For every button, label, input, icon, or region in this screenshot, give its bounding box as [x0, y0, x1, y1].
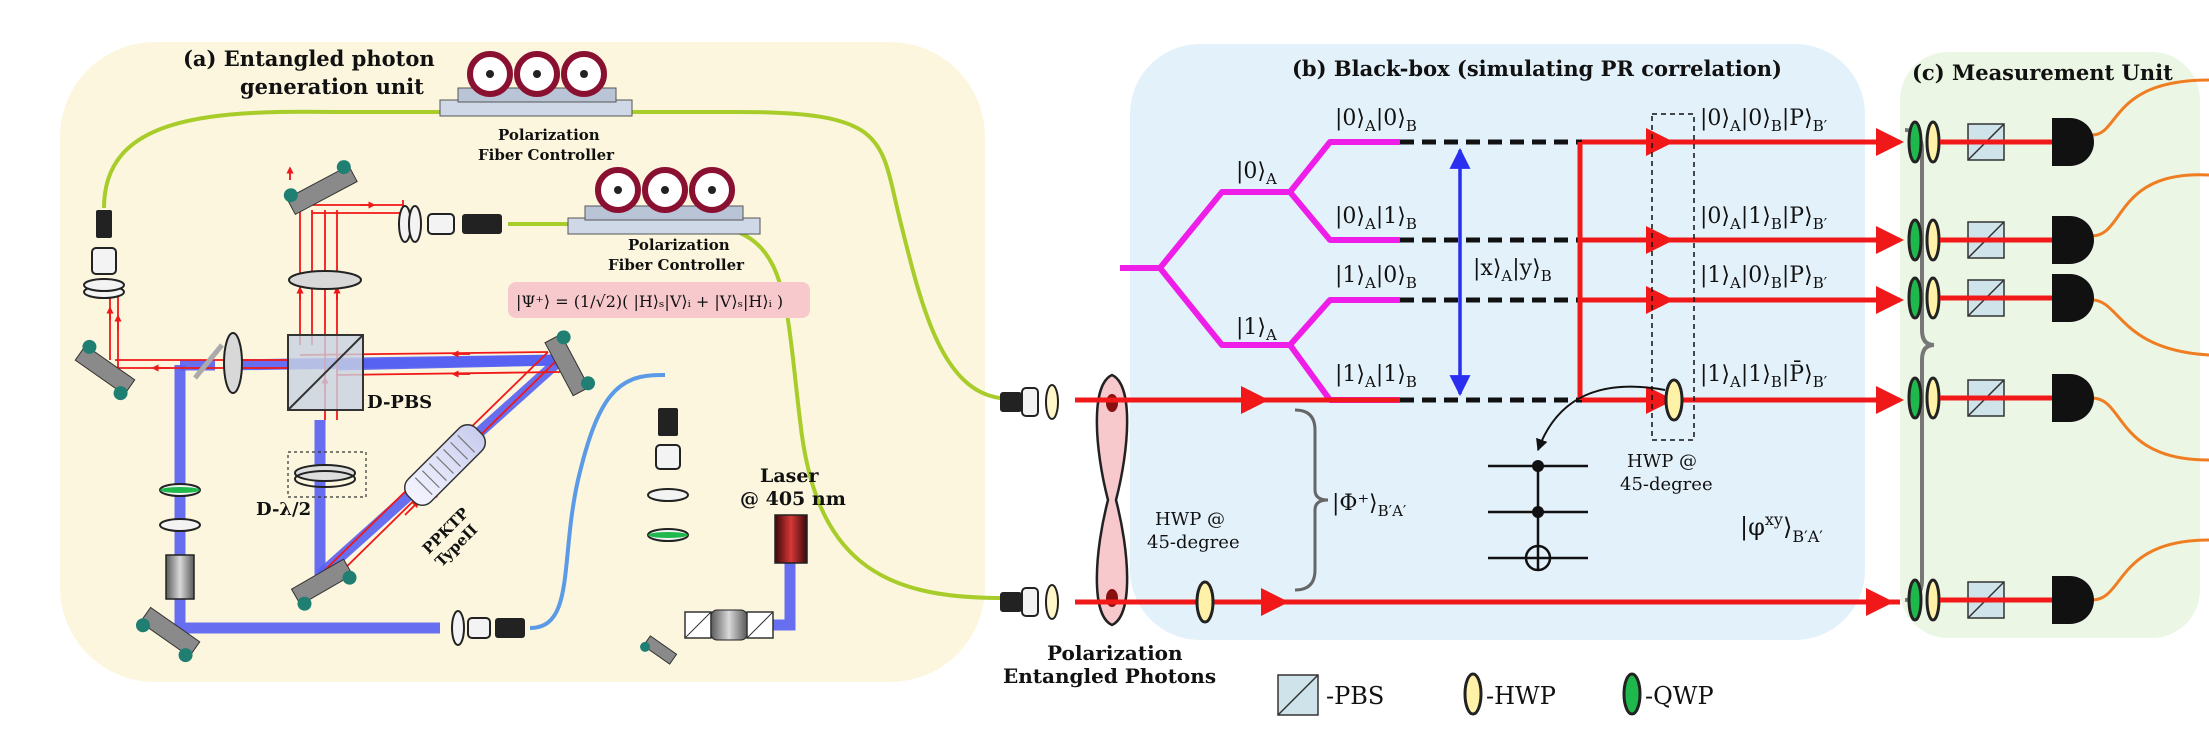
legend-pbs-label: -PBS: [1326, 682, 1384, 710]
fiber-controller-2-label-1: Polarization: [628, 236, 730, 254]
dpbs-label: D-PBS: [367, 392, 432, 413]
dashed-links: [1400, 139, 1582, 403]
fiber-controller-1: [439, 51, 633, 117]
coupler-bottom: [451, 610, 525, 646]
detector-fibers: [2091, 78, 2209, 602]
output-couplers: [1000, 384, 1059, 620]
hwp-upper: [1664, 378, 1684, 422]
control-arrow: [1536, 385, 1666, 452]
fiber-controller-2: [567, 167, 761, 235]
panel-c-background: [1900, 52, 2200, 638]
output-0: |0⟩A|0⟩B|P⟩B′: [1700, 106, 1828, 135]
mirror-bottom: [290, 558, 357, 611]
mirror-laser: [640, 635, 678, 665]
hwp-lower-label-1: HWP @: [1155, 509, 1225, 530]
state-10: |1⟩A|0⟩B: [1335, 263, 1417, 292]
telescope-tube: [165, 554, 195, 600]
output-1: |0⟩A|1⟩B|P⟩B′: [1700, 204, 1828, 233]
phi-plus-label: |Φ⁺⟩B′A′: [1332, 491, 1407, 520]
hwp-upper-label-2: 45-degree: [1620, 474, 1713, 495]
black-box: |0⟩A |1⟩A |0⟩A|0⟩B |0⟩A|1⟩B |1⟩A|0⟩B |1⟩…: [1075, 106, 1935, 624]
entangled-photon-icon: [1095, 373, 1129, 627]
fiber-controller-1-label-1: Polarization: [498, 126, 600, 144]
output-2: |1⟩A|0⟩B|P⟩B′: [1700, 263, 1828, 292]
state-one-a: |1⟩A: [1236, 315, 1277, 344]
toffoli-control-1: [1532, 460, 1544, 472]
toffoli-control-2: [1532, 506, 1544, 518]
lens-top: [288, 270, 362, 290]
red-arrowheads: [1235, 128, 1904, 616]
laser-body: [774, 514, 808, 564]
phi-xy-label: |φxy⟩B′A′: [1740, 510, 1823, 546]
panel-a-title-line1: (a) Entangled photon: [183, 46, 435, 71]
hwp-dashed-box: [1651, 113, 1695, 441]
entangled-label-1: Polarization: [1047, 641, 1183, 665]
photon-dot-top: [1106, 394, 1118, 412]
psi-equation-box: [508, 282, 810, 318]
state-01: |0⟩A|1⟩B: [1335, 204, 1417, 233]
dichroic-mirror: [193, 343, 224, 380]
lens-left: [223, 332, 243, 394]
panel-c-title: (c) Measurement Unit: [1912, 60, 2173, 85]
generation-unit: D-PBS D-λ/2 PPKTP TypeII: [74, 51, 1010, 665]
panel-a-title-line2: generation unit: [240, 74, 424, 99]
entangled-label-2: Entangled Photons: [1003, 664, 1216, 688]
output-3: |1⟩A|1⟩B|P̄⟩B′: [1700, 360, 1828, 391]
pbs-icon: [1277, 674, 1319, 716]
xy-label: |x⟩A|y⟩B: [1473, 256, 1552, 285]
qwp-icon: [1622, 672, 1642, 716]
measurement-beams: [1940, 139, 2052, 603]
fiber-upper: [102, 109, 1010, 400]
optic-pump-2: [159, 518, 201, 532]
isolator: [684, 609, 774, 641]
legend-hwp-label: -HWP: [1486, 682, 1556, 710]
legend: -PBS -HWP -QWP: [1277, 672, 1714, 716]
state-11: |1⟩A|1⟩B: [1335, 362, 1417, 391]
phi-brace: [1294, 408, 1329, 592]
mirror-right: [544, 330, 596, 397]
dpbs-cube: [287, 334, 364, 411]
state-zero-a: |0⟩A: [1236, 159, 1277, 188]
mirror-top: [283, 160, 358, 216]
laser-label-1: Laser: [760, 465, 819, 487]
hwp-lower-label-2: 45-degree: [1147, 532, 1240, 553]
fiber-controller-2-label-2: Fiber Controller: [608, 256, 745, 274]
laser-label-2: @ 405 nm: [740, 488, 846, 510]
hwp-lower: [1195, 580, 1215, 624]
panel-b-title: (b) Black-box (simulating PR correlation…: [1292, 56, 1782, 81]
psi-equation: |Ψ⁺⟩ = (1/√2)( |H⟩ₛ|V⟩ᵢ + |V⟩ₛ|H⟩ᵢ ): [516, 292, 783, 311]
measurement-row-2: [1907, 216, 2094, 264]
mirror-corner: [135, 606, 201, 663]
mirror-left: [74, 339, 136, 401]
dhwp-label: D-λ/2: [256, 499, 311, 520]
fiber-laser: [529, 373, 665, 630]
coupler-laser: [647, 408, 689, 542]
dhwp-plate: [287, 451, 367, 498]
qwp-pump-1: [160, 487, 200, 493]
coupler-left: [83, 210, 125, 299]
hwp-icon: [1463, 672, 1483, 716]
legend-qwp-label: -QWP: [1645, 682, 1714, 710]
measurement-unit: [1907, 78, 2209, 624]
fiber-controller-1-label-2: Fiber Controller: [478, 146, 615, 164]
hwp-upper-label-1: HWP @: [1627, 451, 1697, 472]
ppktp-crystal: [403, 423, 487, 507]
state-00: |0⟩A|0⟩B: [1335, 106, 1417, 135]
coupler-top: [398, 205, 502, 243]
